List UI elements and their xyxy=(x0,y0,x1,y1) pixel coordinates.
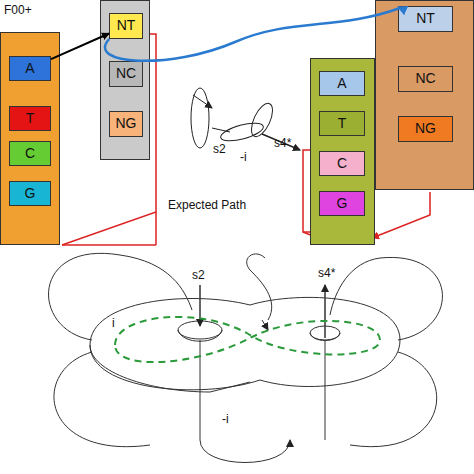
expected-path-sketch xyxy=(191,88,300,150)
node-text: NG xyxy=(116,116,137,131)
pair-column: NT NC NG xyxy=(100,0,150,160)
base-box: T xyxy=(319,111,365,136)
pair-box: NT xyxy=(109,13,143,39)
base-column: A T C G xyxy=(310,58,375,245)
state-label: s4* xyxy=(274,136,291,150)
node-text: C xyxy=(25,146,35,161)
node-text: NC xyxy=(116,66,136,81)
pair-box: NC xyxy=(109,61,143,87)
node-text: T xyxy=(26,111,35,126)
node-text: A xyxy=(337,76,346,91)
base-box: T xyxy=(9,106,51,131)
node-text: G xyxy=(337,196,348,211)
base-column: A T C G xyxy=(0,32,60,245)
phase-label: -i xyxy=(240,150,247,164)
node-text: NC xyxy=(415,71,435,86)
base-box: G xyxy=(9,181,51,206)
base-box: G xyxy=(319,191,365,216)
node-text: NT xyxy=(416,11,435,26)
base-box: A xyxy=(9,56,51,81)
pair-box: NC xyxy=(398,66,453,92)
phase-label: -i xyxy=(222,412,229,426)
state-label: s4* xyxy=(318,266,335,280)
pair-box: NG xyxy=(398,116,453,142)
base-box: C xyxy=(319,151,365,176)
node-text: NT xyxy=(117,18,136,33)
base-box: A xyxy=(319,71,365,96)
node-text: G xyxy=(25,186,36,201)
pair-box: NT xyxy=(398,6,453,32)
phase-label: i xyxy=(112,316,115,330)
node-text: A xyxy=(25,61,34,76)
state-label: s2 xyxy=(192,268,205,282)
blue-curve xyxy=(105,7,400,61)
formula-label: F00+ xyxy=(4,3,32,17)
node-text: NG xyxy=(415,121,436,136)
figure-eight-path xyxy=(115,317,380,362)
torus-illustration xyxy=(49,253,443,462)
black-arrow xyxy=(51,34,109,60)
path-caption: Expected Path xyxy=(168,198,246,212)
pair-box: NG xyxy=(109,111,143,137)
state-label: s2 xyxy=(213,142,226,156)
node-text: C xyxy=(337,156,347,171)
base-box: C xyxy=(9,141,51,166)
pair-column: NT NC NG xyxy=(375,0,474,190)
node-text: T xyxy=(338,116,347,131)
